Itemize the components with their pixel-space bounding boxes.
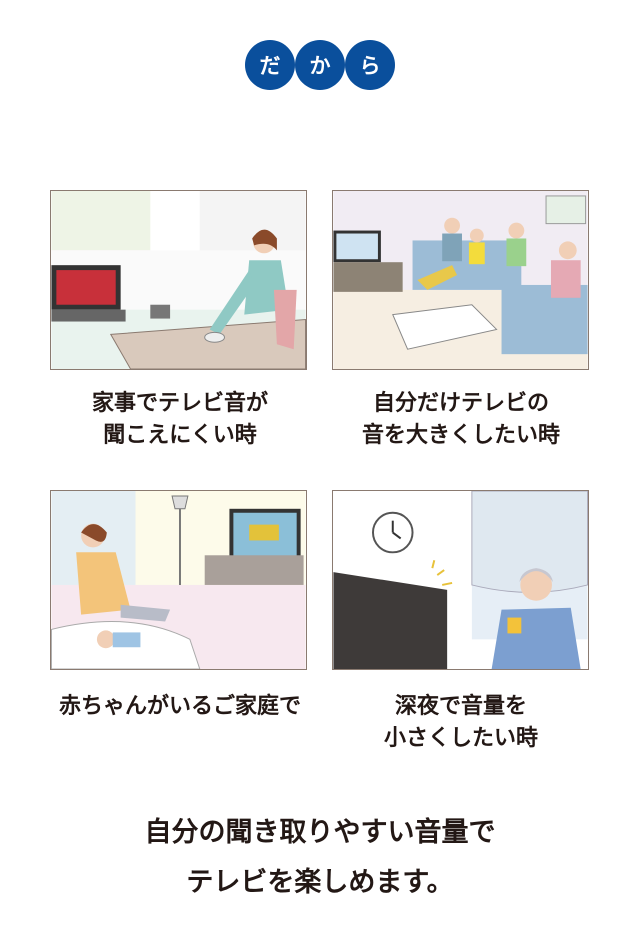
illustration-late-night <box>332 490 589 670</box>
scene-caption: 自分だけテレビの 音を大きくしたい時 <box>316 387 606 451</box>
caption-line: 家事でテレビ音が <box>91 390 268 416</box>
summary-line: テレビを楽しめます。 <box>186 867 454 898</box>
caption-line: 赤ちゃんがいるご家庭で <box>58 693 301 719</box>
badge-char: ら <box>345 40 395 90</box>
scene-caption: 赤ちゃんがいるご家庭で <box>35 690 325 722</box>
badge-char: だ <box>245 40 295 90</box>
dakara-badges: だ か ら <box>245 40 395 90</box>
caption-line: 自分だけテレビの <box>372 390 549 416</box>
caption-line: 深夜で音量を <box>394 693 527 719</box>
illustration-baby <box>50 490 307 670</box>
summary-line: 自分の聞き取りやすい音量で <box>144 817 496 848</box>
badge-char: か <box>295 40 345 90</box>
scene-caption: 深夜で音量を 小さくしたい時 <box>316 690 606 754</box>
illustration-family <box>332 190 589 370</box>
summary-text: 自分の聞き取りやすい音量で テレビを楽しめます。 <box>0 808 640 908</box>
scene-caption: 家事でテレビ音が 聞こえにくい時 <box>35 387 325 451</box>
caption-line: 小さくしたい時 <box>383 725 538 751</box>
caption-line: 音を大きくしたい時 <box>361 422 560 448</box>
caption-line: 聞こえにくい時 <box>103 422 257 448</box>
illustration-housework <box>50 190 307 370</box>
